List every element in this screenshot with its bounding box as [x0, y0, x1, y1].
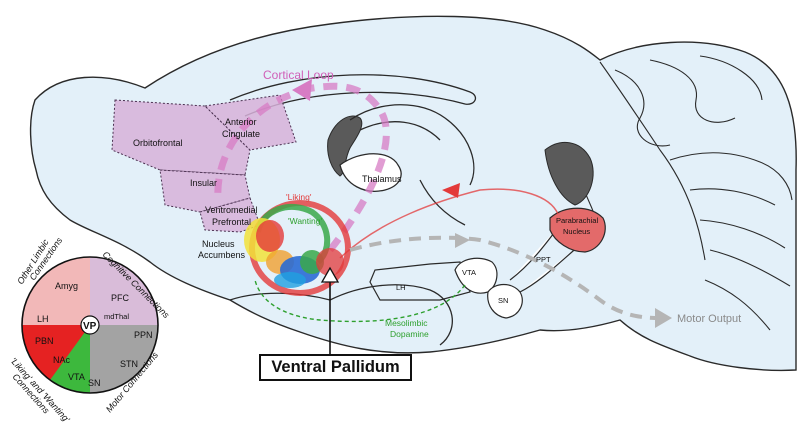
nucleus-accumbens-hotspots [244, 218, 344, 288]
vta-label: VTA [462, 268, 476, 277]
wheel-mdthal: mdThal [104, 312, 129, 321]
connection-wheel: VP Amyg PFC mdThal LH PPN PBN STN NAc VT… [9, 235, 172, 424]
nucleus-accumbens-label-1: Nucleus [202, 239, 235, 249]
liking-pbn-pathway [339, 188, 559, 259]
cortical-loop-label: Cortical Loop [263, 68, 334, 82]
wheel-center [80, 315, 100, 335]
motor-branch-arrowhead [455, 233, 470, 248]
ventromedial-prefrontal-region [199, 197, 261, 233]
wheel-pbn: PBN [35, 336, 54, 346]
mesolimbic-label-1: Mesolimbic [385, 318, 428, 328]
liking-pbn-arrowhead [442, 183, 460, 198]
parabrachial-label-2: Nucleus [563, 227, 590, 236]
thalamus-label: Thalamus [362, 174, 402, 184]
ventral-pallidum-label: Ventral Pallidum [259, 354, 412, 381]
wheel-wanting-slice [50, 325, 90, 393]
cortical-loop-arrow [299, 82, 390, 253]
insular-region [159, 169, 251, 213]
nucleus-accumbens-label-2: Accumbens [198, 250, 246, 260]
insular-label: Insular [190, 178, 217, 188]
orbitofrontal-region [111, 99, 251, 176]
mesolimbic-dopamine-path [254, 279, 466, 323]
parabrachial-nucleus-region [549, 207, 606, 253]
wheel-amyg: Amyg [55, 281, 78, 291]
wanting-loop [255, 203, 331, 265]
wheel-stn: STN [120, 359, 138, 369]
wheel-limbic-quadrant [22, 257, 90, 325]
cortical-loop-descending [214, 91, 292, 201]
ventricles [327, 115, 594, 206]
wheel-nac: NAc [53, 355, 71, 365]
cortical-loop-arrowhead [292, 79, 312, 101]
lh-label: LH [396, 283, 406, 292]
wheel-lh: LH [37, 314, 49, 324]
sn-label: SN [498, 296, 508, 305]
wheel-motor-quadrant [90, 325, 158, 393]
ventral-pallidum-marker [320, 266, 340, 283]
midline-structures [229, 74, 477, 346]
wheel-vta: VTA [68, 372, 85, 382]
wheel-cognitive-quadrant [90, 257, 158, 325]
wheel-border [21, 256, 159, 394]
ventromedial-label-1: Ventromedial [205, 205, 258, 215]
wheel-sn: SN [88, 378, 101, 388]
wheel-ppn: PPN [134, 330, 153, 340]
liking-label: 'Liking' [286, 192, 312, 202]
mesolimbic-label-2: Dopamine [390, 329, 429, 339]
anterior-cingulate-label-1: Anterior [225, 117, 257, 127]
ventromedial-label-2: Prefrontal [212, 217, 251, 227]
motor-output-label: Motor Output [677, 313, 741, 325]
wheel-center-label: VP [83, 321, 97, 332]
ppt-label: PPT [536, 255, 551, 264]
wheel-pfc: PFC [111, 293, 130, 303]
wanting-label: 'Wanting' [288, 216, 322, 226]
motor-output-arrowhead [655, 308, 672, 328]
motor-output-path [349, 235, 661, 320]
parabrachial-label-1: Parabrachial [556, 216, 598, 225]
anterior-cingulate-label-2: Cingulate [222, 129, 260, 139]
orbitofrontal-label: Orbitofrontal [133, 138, 183, 148]
